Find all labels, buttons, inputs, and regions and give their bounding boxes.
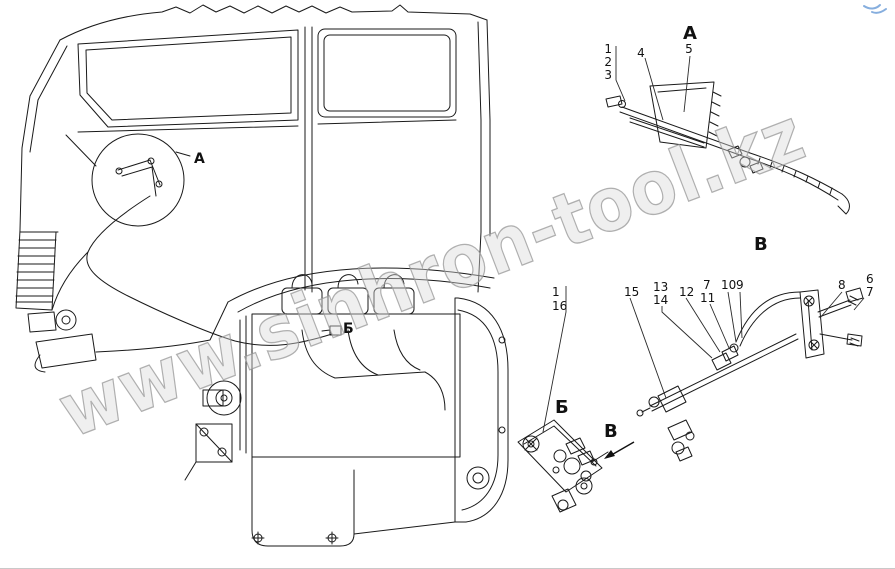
pen-mark [863,4,887,14]
callout-b-1: 1 [552,285,560,299]
detail-view-a-art [605,81,850,215]
detail-b-leaders [542,286,567,433]
callout-v-7b: 7 [866,285,874,299]
detail-b-title: Б [555,397,569,418]
detail-v-title: В [754,234,768,255]
main-view-b-label: Б [343,321,354,337]
view-v-arrow-label: В [604,421,618,442]
callout-v-8: 8 [838,278,846,292]
callout-v-14: 14 [653,293,668,307]
callout-v-7a: 7 [703,278,711,292]
callout-a-1: 1 [604,42,612,56]
main-view-a-label: А [194,151,205,167]
view-v-direction-arrow [604,441,635,459]
callout-v-13: 13 [653,280,668,294]
detail-a-title: А [683,23,697,44]
callout-a-2: 2 [604,55,612,69]
callout-v-12: 12 [679,285,694,299]
cab-outline [15,4,495,373]
detail-v-leaders [629,291,865,399]
callout-a-4: 4 [637,46,645,60]
callout-a-3: 3 [604,68,612,82]
detail-view-v-art [636,287,864,462]
wiring-harness [51,134,342,346]
callout-b-16: 16 [552,299,567,313]
callout-a-5: 5 [685,42,693,56]
engine-drawing [184,274,509,547]
callout-v-15: 15 [624,285,639,299]
detail-a-leaders [615,46,691,121]
watermark-text: www.sinhron-tool.kz [48,91,816,454]
callout-v-10: 10 [721,278,736,292]
callout-circle-a [91,133,191,227]
callout-v-6: 6 [866,272,874,286]
callout-v-9: 9 [736,278,744,292]
callout-v-11: 11 [700,291,715,305]
detail-view-b-art [517,419,609,513]
